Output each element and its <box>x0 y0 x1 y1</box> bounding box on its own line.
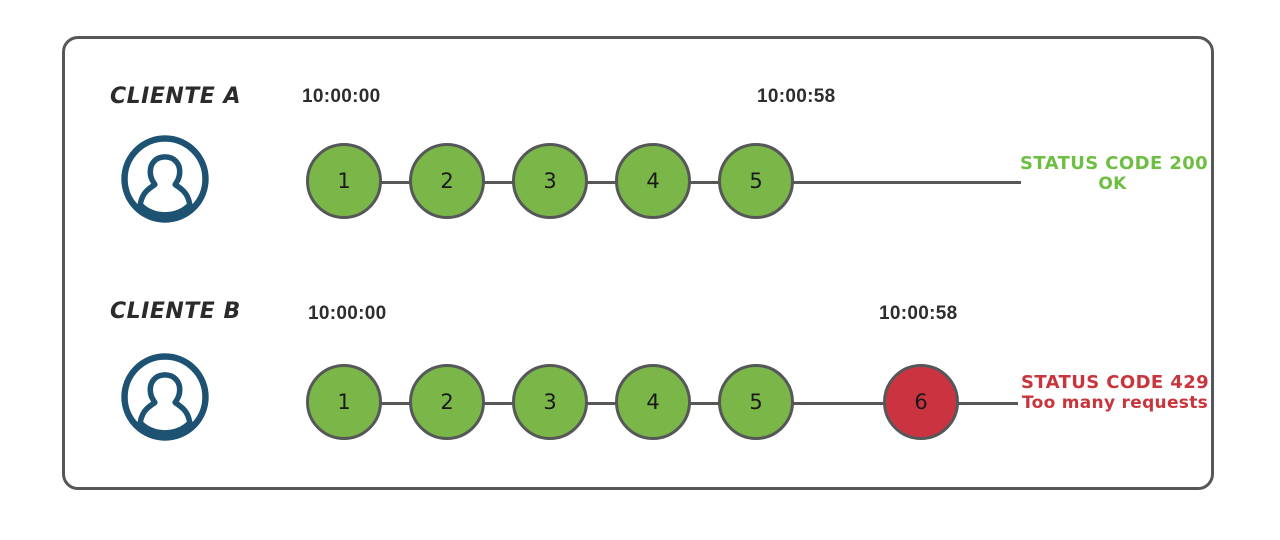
request-node[interactable]: 1 <box>306 143 382 219</box>
status-code-b: STATUS CODE 429 <box>1020 372 1210 393</box>
timestamp-start-a: 10:00:00 <box>302 86 381 107</box>
timestamp-start-b: 10:00:00 <box>308 303 387 324</box>
request-node[interactable]: 5 <box>718 143 794 219</box>
request-node[interactable]: 3 <box>512 143 588 219</box>
timestamp-end-a: 10:00:58 <box>757 86 836 107</box>
request-chain-a: 1 2 3 4 5 <box>65 143 1211 223</box>
client-label-b: CLIENTE B <box>110 299 241 324</box>
status-badge-a: STATUS CODE 200 OK <box>1020 153 1209 194</box>
connector-b-5 <box>793 402 896 405</box>
request-node[interactable]: 2 <box>409 364 485 440</box>
connector-a-tail <box>793 181 1021 184</box>
request-node-blocked[interactable]: 6 <box>883 364 959 440</box>
status-text-a: OK <box>1098 174 1127 194</box>
client-label-a: CLIENTE A <box>110 84 242 109</box>
request-node[interactable]: 1 <box>306 364 382 440</box>
request-node[interactable]: 3 <box>512 364 588 440</box>
request-node[interactable]: 2 <box>409 143 485 219</box>
request-chain-b: 1 2 3 4 5 6 <box>65 364 1211 444</box>
user-avatar-icon <box>119 133 211 225</box>
status-code-a: STATUS CODE 200 <box>1020 153 1209 174</box>
status-text-b: Too many requests <box>1021 393 1209 413</box>
status-badge-b: STATUS CODE 429 Too many requests <box>1017 372 1213 413</box>
request-node[interactable]: 5 <box>718 364 794 440</box>
user-avatar-icon <box>119 351 211 443</box>
request-node[interactable]: 4 <box>615 143 691 219</box>
request-node[interactable]: 4 <box>615 364 691 440</box>
timestamp-end-b: 10:00:58 <box>879 303 958 324</box>
diagram-frame: CLIENTE A 10:00:00 10:00:58 1 2 3 4 5 <box>62 36 1214 490</box>
